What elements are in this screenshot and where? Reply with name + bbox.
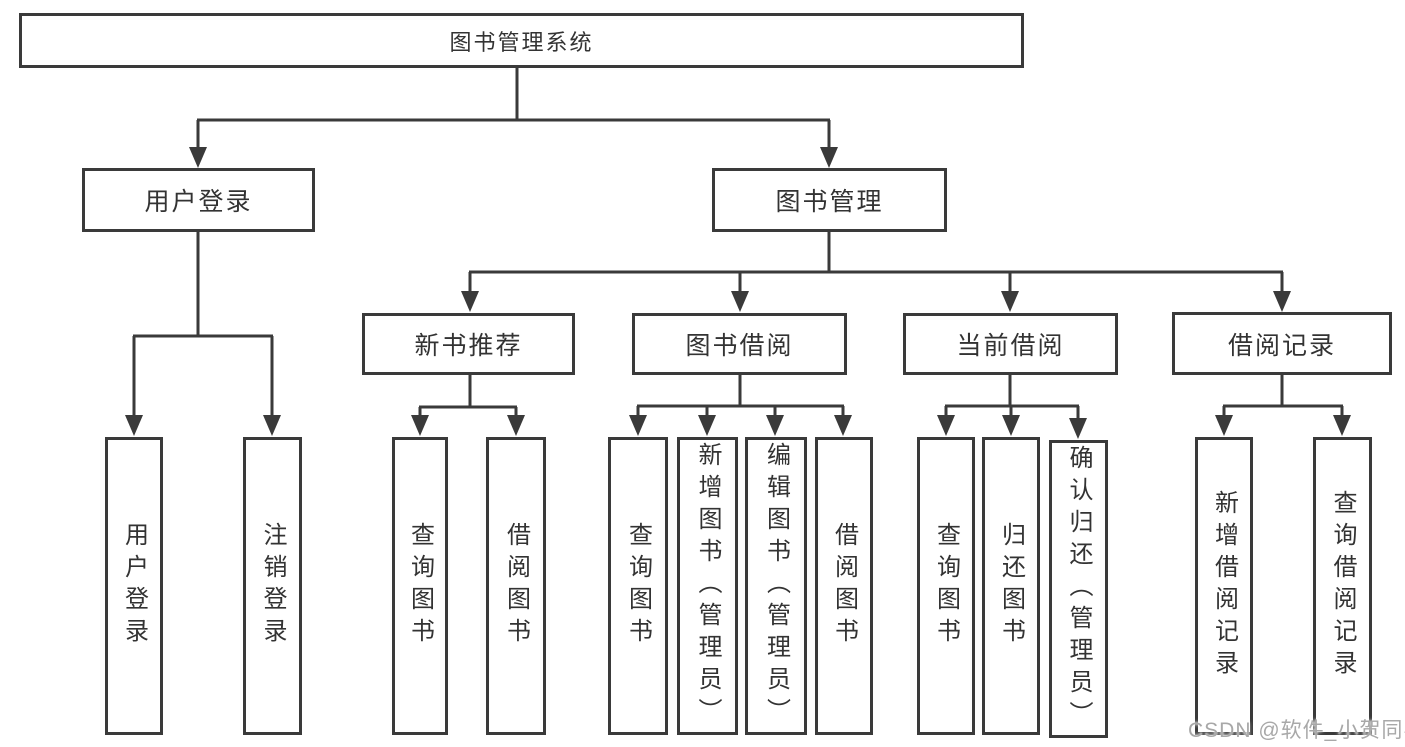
leaf-current-return-books: 归还图书 xyxy=(982,437,1040,735)
leaf-record-add-borrow-record: 新增借阅记录 xyxy=(1195,437,1253,735)
connector-bookmgmt-to-level3 xyxy=(461,232,1291,312)
connector-bookborrow-to-leaves xyxy=(629,375,852,436)
leaf-borrow-borrow-books: 借阅图书 xyxy=(815,437,873,735)
leaf-user-login: 用户登录 xyxy=(105,437,163,735)
node-book-management: 图书管理 xyxy=(712,168,947,232)
node-book-borrowing: 图书借阅 xyxy=(632,313,847,375)
leaf-logout: 注销登录 xyxy=(243,437,302,735)
node-current-borrowing: 当前借阅 xyxy=(903,313,1118,375)
leaf-borrow-query-books: 查询图书 xyxy=(608,437,668,735)
connector-root-to-level2 xyxy=(189,68,838,168)
watermark: CSDN @软件_小贺同学 xyxy=(1188,719,1405,742)
leaf-record-query-borrow-record: 查询借阅记录 xyxy=(1313,437,1372,735)
node-library-management-system: 图书管理系统 xyxy=(19,13,1024,68)
leaf-newbook-query-books: 查询图书 xyxy=(392,437,448,735)
leaf-borrow-edit-books-admin: 编辑图书（管理员） xyxy=(745,437,807,735)
leaf-newbook-borrow-books: 借阅图书 xyxy=(486,437,546,735)
connector-userlogin-to-leaves xyxy=(125,232,281,436)
node-user-login: 用户登录 xyxy=(82,168,315,232)
node-new-book-recommend: 新书推荐 xyxy=(362,313,575,375)
connector-newbook-to-leaves xyxy=(411,375,525,436)
node-borrowing-records: 借阅记录 xyxy=(1172,312,1392,375)
leaf-current-confirm-return-admin: 确认归还（管理员） xyxy=(1049,440,1108,738)
leaf-borrow-add-books-admin: 新增图书（管理员） xyxy=(677,437,738,735)
connector-borrowrecord-to-leaves xyxy=(1215,375,1351,436)
leaf-current-query-books: 查询图书 xyxy=(917,437,975,735)
connector-currentborrow-to-leaves xyxy=(937,375,1087,439)
